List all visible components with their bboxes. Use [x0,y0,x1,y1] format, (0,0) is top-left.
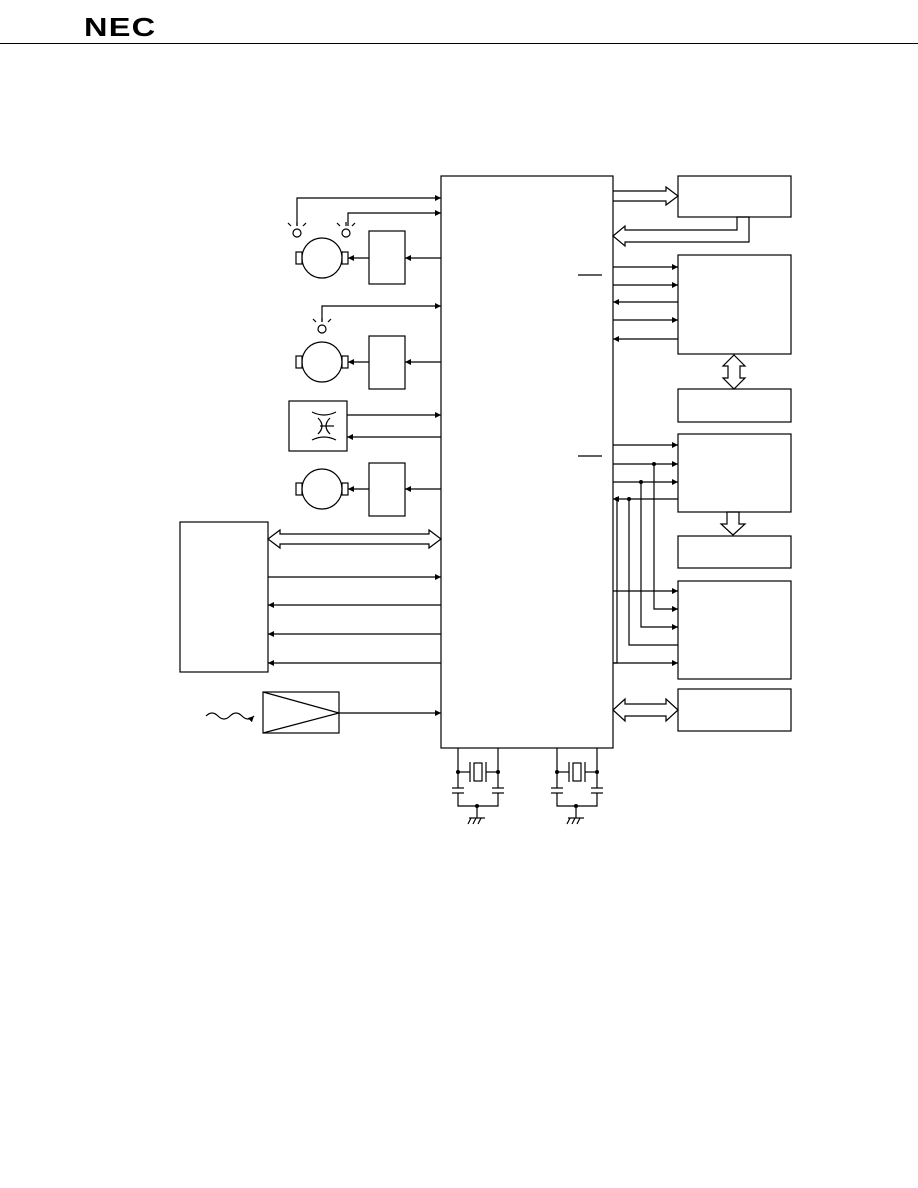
motor-driver-block [368,462,406,517]
bus-arrow [719,511,747,536]
sensor-line [321,303,441,322]
nec-logo: NEC [84,12,157,42]
motor-driver-block [368,335,406,390]
crystal-oscillator [452,748,504,825]
junction-dots [456,462,656,808]
motor-icon [295,237,349,279]
sensor-lines-top [296,195,441,226]
central-controller-block [440,175,614,749]
right-block-3 [677,388,792,423]
external-device-block [179,521,269,673]
bus-arrow [721,354,747,390]
ir-receiver-block [262,691,342,734]
right-block-6 [677,580,792,680]
right-block-7 [677,688,792,732]
motor-driver-block [368,230,406,285]
ir-signal-wave [205,712,255,723]
right-block-5 [677,535,792,569]
motor-icon [295,341,349,383]
right-block-4 [677,433,792,513]
bus-arrow [613,185,679,207]
head-icon [288,400,348,452]
right-block-2 [677,254,792,355]
right-block-1 [677,175,792,218]
photo-sensor-icon [287,222,307,238]
motor-icon [295,468,349,510]
bus-arrow [612,697,679,723]
bus-arrow [612,216,750,248]
bus-arrow [267,528,442,550]
photo-sensor-icon [312,318,332,334]
header-divider [0,43,918,44]
crystal-oscillator [551,748,603,825]
photo-sensor-icon [336,222,356,238]
